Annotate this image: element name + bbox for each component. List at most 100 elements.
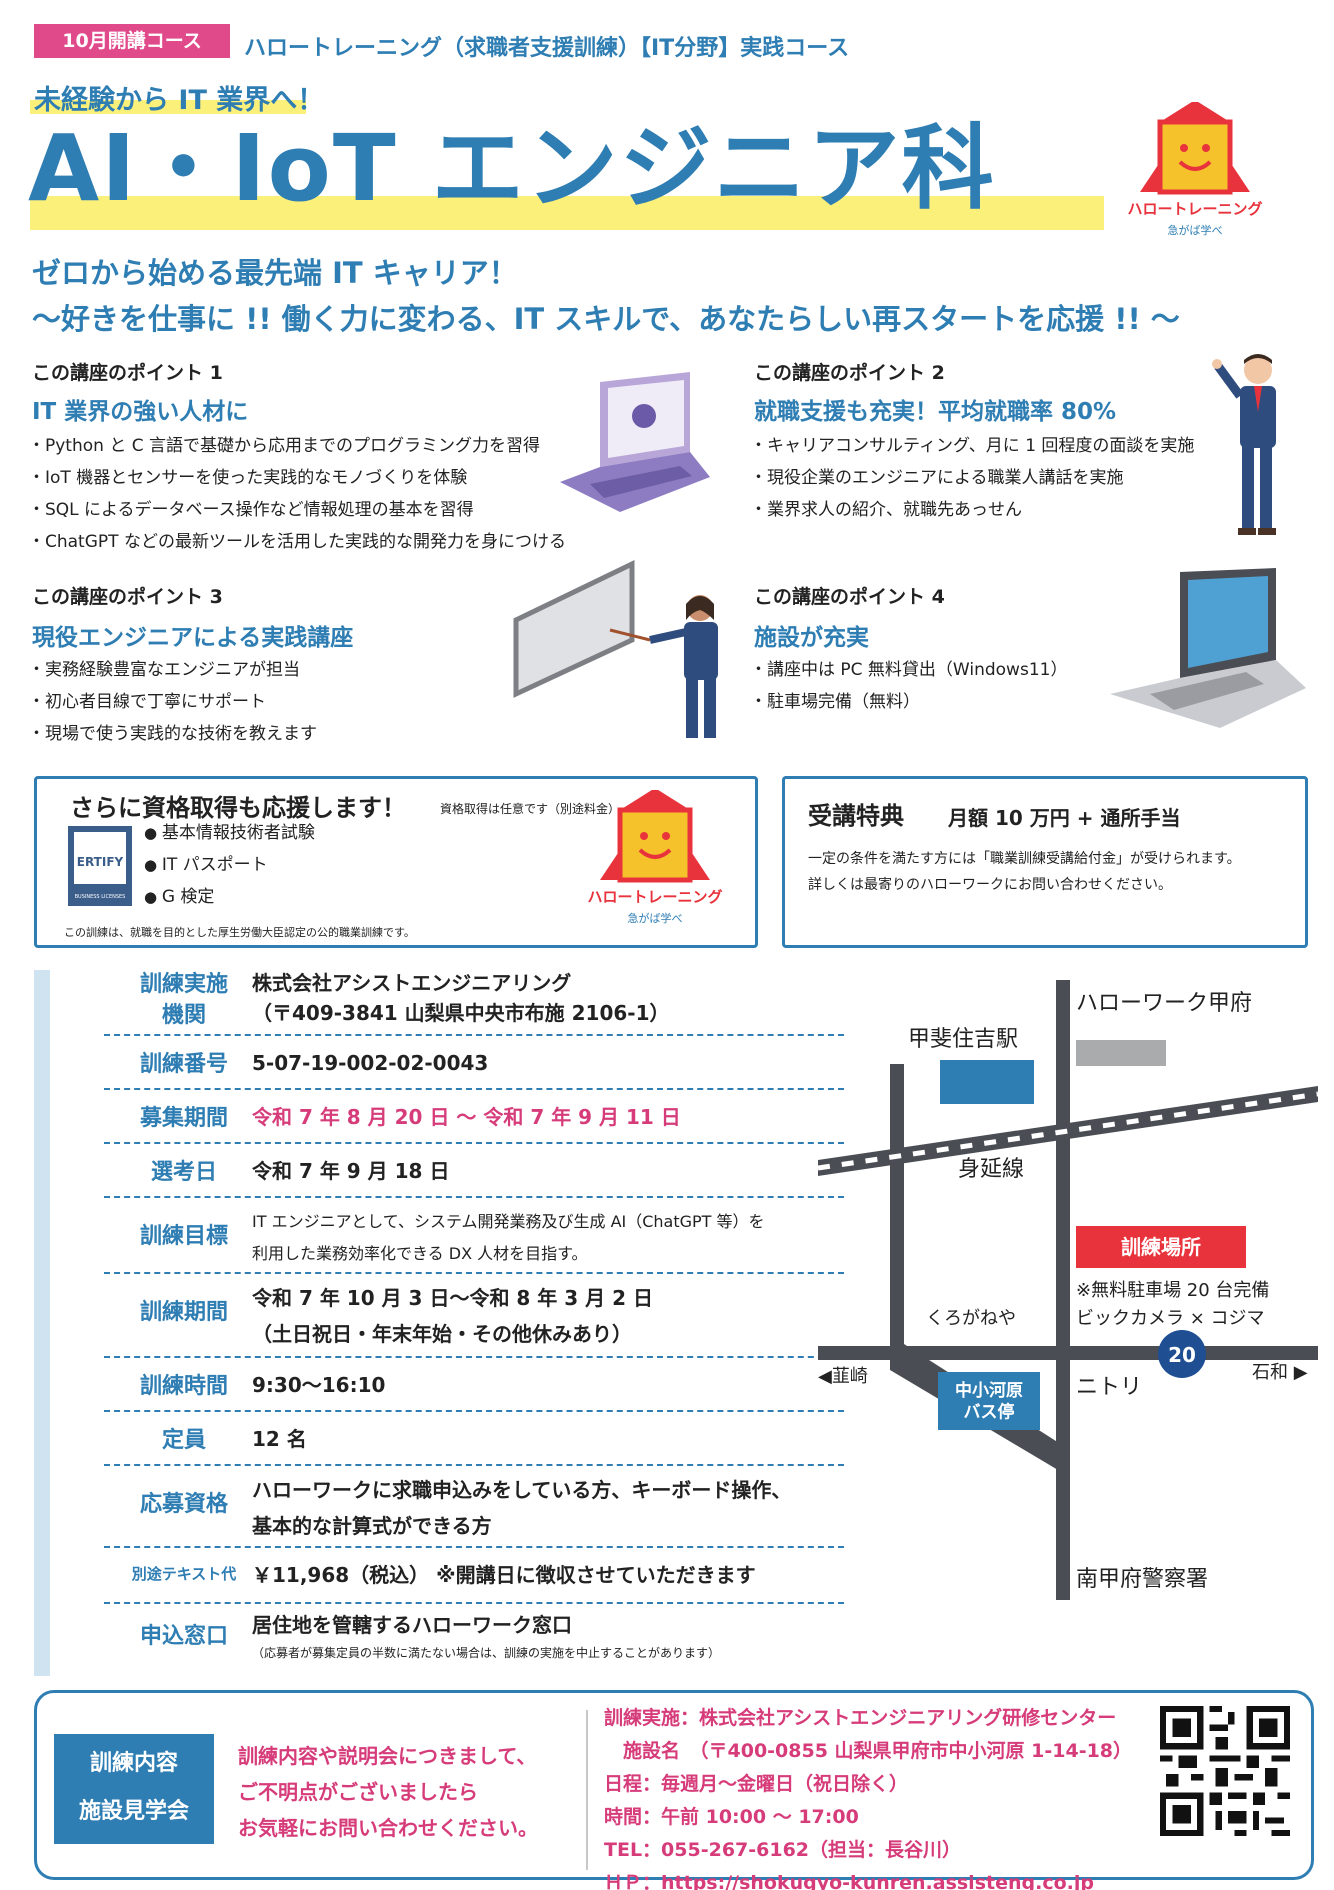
table-row: 訓練実施 機関 株式会社アシストエンジニアリング （〒409-3841 山梨県中… [104,966,844,1036]
list-item: 講座中は PC 無料貸出（Windows11） [750,654,1067,686]
svg-text:BUSINESS LICENSES: BUSINESS LICENSES [75,894,126,900]
row-value: 令和 7 年 8 月 20 日 〜 令和 7 年 9 月 11 日 [252,1105,681,1129]
row-label: 訓練番号 [139,1052,228,1077]
footer-phone: TEL：055-267-6162（担当：長谷川） [604,1839,962,1861]
row-label: 応募資格 [139,1492,228,1517]
point-2-label: この講座のポイント 2 [754,362,945,384]
map-bic: ビックカメラ × コジマ [1076,1308,1265,1329]
footer-box [34,1690,1314,1880]
list-item: SQL によるデータベース操作など情報処理の基本を習得 [28,494,566,526]
list-item: 実務経験豊富なエンジニアが担当 [28,654,317,686]
row-label: 訓練目標 [139,1224,228,1249]
table-row: 訓練時間 9:30〜16:10 [104,1360,844,1412]
point-4-heading: 施設が充実 [754,625,869,651]
table-row: 訓練期間 令和 7 年 10 月 3 日〜令和 8 年 3 月 2 日 （土日祝… [104,1276,844,1358]
footer-line: 施設名 （〒400-0855 山梨県甲府市中小河原 1-14-18） [604,1740,1133,1762]
row-value: 令和 7 年 9 月 18 日 [252,1159,450,1183]
subtitle-line1: ゼロから始める最先端 IT キャリア！ [32,256,518,290]
row-value: 9:30〜16:10 [252,1373,386,1397]
course-tag: 10月開講コース [34,24,230,58]
row-label: 申込窓口 [139,1624,228,1649]
table-row: 別途テキスト代 ￥11,968（税込） ※開講日に徴収させていただきます [104,1550,844,1604]
row-value: 12 名 [252,1427,307,1451]
access-map: ハローワーク甲府 甲斐住吉駅 身延線 訓練場所 ※無料駐車場 20 台完備 ビッ… [818,980,1318,1600]
map-nitori: ニトリ [1076,1375,1142,1400]
tagline-highlight [30,100,306,114]
tagline: 未経験から IT 業界へ！ [34,85,325,116]
row-value: 居住地を管轄するハローワーク窓口 [252,1613,572,1637]
page-title: AI・IoT エンジニア科 [28,115,996,222]
point-1-heading: IT 業界の強い人材に [32,399,249,425]
point-4-list: 講座中は PC 無料貸出（Windows11） 駐車場完備（無料） [750,654,1067,718]
benefit-title: 受講特典 [808,802,904,830]
footer-contact: 訓練実施：株式会社アシストエンジニアリング研修センター 施設名 （〒400-08… [604,1702,1132,1890]
table-row: 選考日 令和 7 年 9 月 18 日 [104,1146,844,1198]
table-row: 訓練番号 5-07-19-002-02-0043 [104,1038,844,1090]
logo-sub: 急がば学べ [1168,223,1223,237]
laptop-illustration [560,372,710,512]
table-row: 訓練目標 IT エンジニアとして、システム開発業務及び生成 AI（ChatGPT… [104,1200,844,1274]
info-table: 訓練実施 機関 株式会社アシストエンジニアリング （〒409-3841 山梨県中… [52,966,844,1676]
footer-badge-line1: 訓練内容 [89,1751,178,1776]
laptop-illustration-2 [1110,568,1306,728]
map-training-place: 訓練場所 [1121,1235,1201,1259]
teacher-whiteboard-illustration [513,560,718,738]
footer-message: 訓練内容や説明会につきまして、 ご不明点がございましたら お気軽にお問い合わせく… [238,1744,538,1840]
footer-url[interactable]: ＨＰ：https://shokugyo-kunren.assisteng.co.… [604,1872,1094,1890]
map-kurogane: くろがねや [926,1308,1016,1329]
list-item: 現役企業のエンジニアによる職業人講話を実施 [750,462,1194,494]
list-item: ChatGPT などの最新ツールを活用した実践的な開発力を身につける [28,526,566,558]
row-label: 別途テキスト代 [131,1565,237,1583]
benefit-box [782,776,1308,948]
row-label: 定員 [161,1428,206,1453]
benefit-text: 一定の条件を満たす方には「職業訓練受講給付金」が受けられます。 [808,851,1241,867]
logo-text: ハロートレーニング [1127,200,1262,218]
row-value: ハローワークに求職申込みをしている方、キーボード操作、 基本的な計算式ができる方 [252,1478,792,1538]
list-item: 業界求人の紹介、就職先あっせん [750,494,1194,526]
map-hellowork: ハローワーク甲府 [1076,991,1252,1016]
hello-training-logo: ハロートレーニング 急がば学べ [587,790,723,925]
qualification-item: IT パスポート [144,850,268,875]
footer-divider [586,1710,588,1870]
hello-training-logo: ハロートレーニング 急がば学べ [1127,102,1263,237]
list-item: Python と C 言語で基礎から応用までのプログラミング力を習得 [28,430,566,462]
map-line: 身延線 [958,1157,1024,1182]
qualification-item: 基本情報技術者試験 [144,818,315,843]
table-row: 定員 12 名 [104,1414,844,1466]
row-label: 訓練実施 機関 [139,972,228,1028]
table-row: 申込窓口 居住地を管轄するハローワーク窓口 （応募者が募集定員の半数に満たない場… [104,1606,844,1672]
info-table-bar [34,970,50,1676]
map-ishiwa: 石和 ▶ [1252,1362,1308,1383]
subtitle-line2: 〜好きを仕事に !! 働く力に変わる、IT スキルで、あなたらしい再スタートを応… [32,302,1180,336]
footer-line: 日程：毎週月〜金曜日（祝日除く） [604,1773,909,1795]
footer-badge: 訓練内容 施設見学会 [54,1734,214,1844]
row-label: 訓練期間 [139,1300,228,1325]
certify-logo: ERTIFY BUSINESS LICENSES [68,826,132,906]
table-row: 応募資格 ハローワークに求職申込みをしている方、キーボード操作、 基本的な計算式… [104,1468,844,1548]
title-highlight [30,196,1104,230]
list-item: 駐車場完備（無料） [750,686,1067,718]
footer-line: 訓練実施：株式会社アシストエンジニアリング研修センター [604,1707,1117,1729]
row-note: （応募者が募集定員の半数に満たない場合は、訓練の実施を中止することがあります） [252,1646,721,1660]
qualification-footnote: この訓練は、就職を目的とした厚生労働大臣認定の公的職業訓練です。 [64,926,415,939]
svg-text:急がば学べ: 急がば学べ [628,911,683,925]
qualification-item: G 検定 [144,882,215,907]
svg-text:ハロートレーニング: ハロートレーニング [587,888,722,906]
row-value: 令和 7 年 10 月 3 日〜令和 8 年 3 月 2 日 （土日祝日・年末年… [252,1286,653,1346]
qualification-note: 資格取得は任意です（別途料金） [440,802,621,816]
svg-text:ERTIFY: ERTIFY [77,855,124,869]
row-value: 5-07-19-002-02-0043 [252,1051,489,1075]
list-item: 初心者目線で丁寧にサポート [28,686,317,718]
point-1-list: Python と C 言語で基礎から応用までのプログラミング力を習得 IoT 機… [28,430,566,558]
point-3-label: この講座のポイント 3 [32,586,223,608]
qualification-box [34,776,758,948]
point-4-label: この講座のポイント 4 [754,586,945,608]
map-parking: ※無料駐車場 20 台完備 [1076,1280,1269,1301]
row-value: IT エンジニアとして、システム開発業務及び生成 AI（ChatGPT 等）を … [252,1212,765,1263]
list-item: 現場で使う実践的な技術を教えます [28,718,317,750]
qr-code-icon[interactable] [1160,1706,1290,1836]
benefit-text: 詳しくは最寄りのハローワークにお問い合わせください。 [808,877,1172,893]
map-nirasaki: ◀韮崎 [818,1366,868,1387]
point-2-list: キャリアコンサルティング、月に 1 回程度の面談を実施 現役企業のエンジニアによ… [750,430,1194,526]
row-label: 募集期間 [139,1106,228,1131]
